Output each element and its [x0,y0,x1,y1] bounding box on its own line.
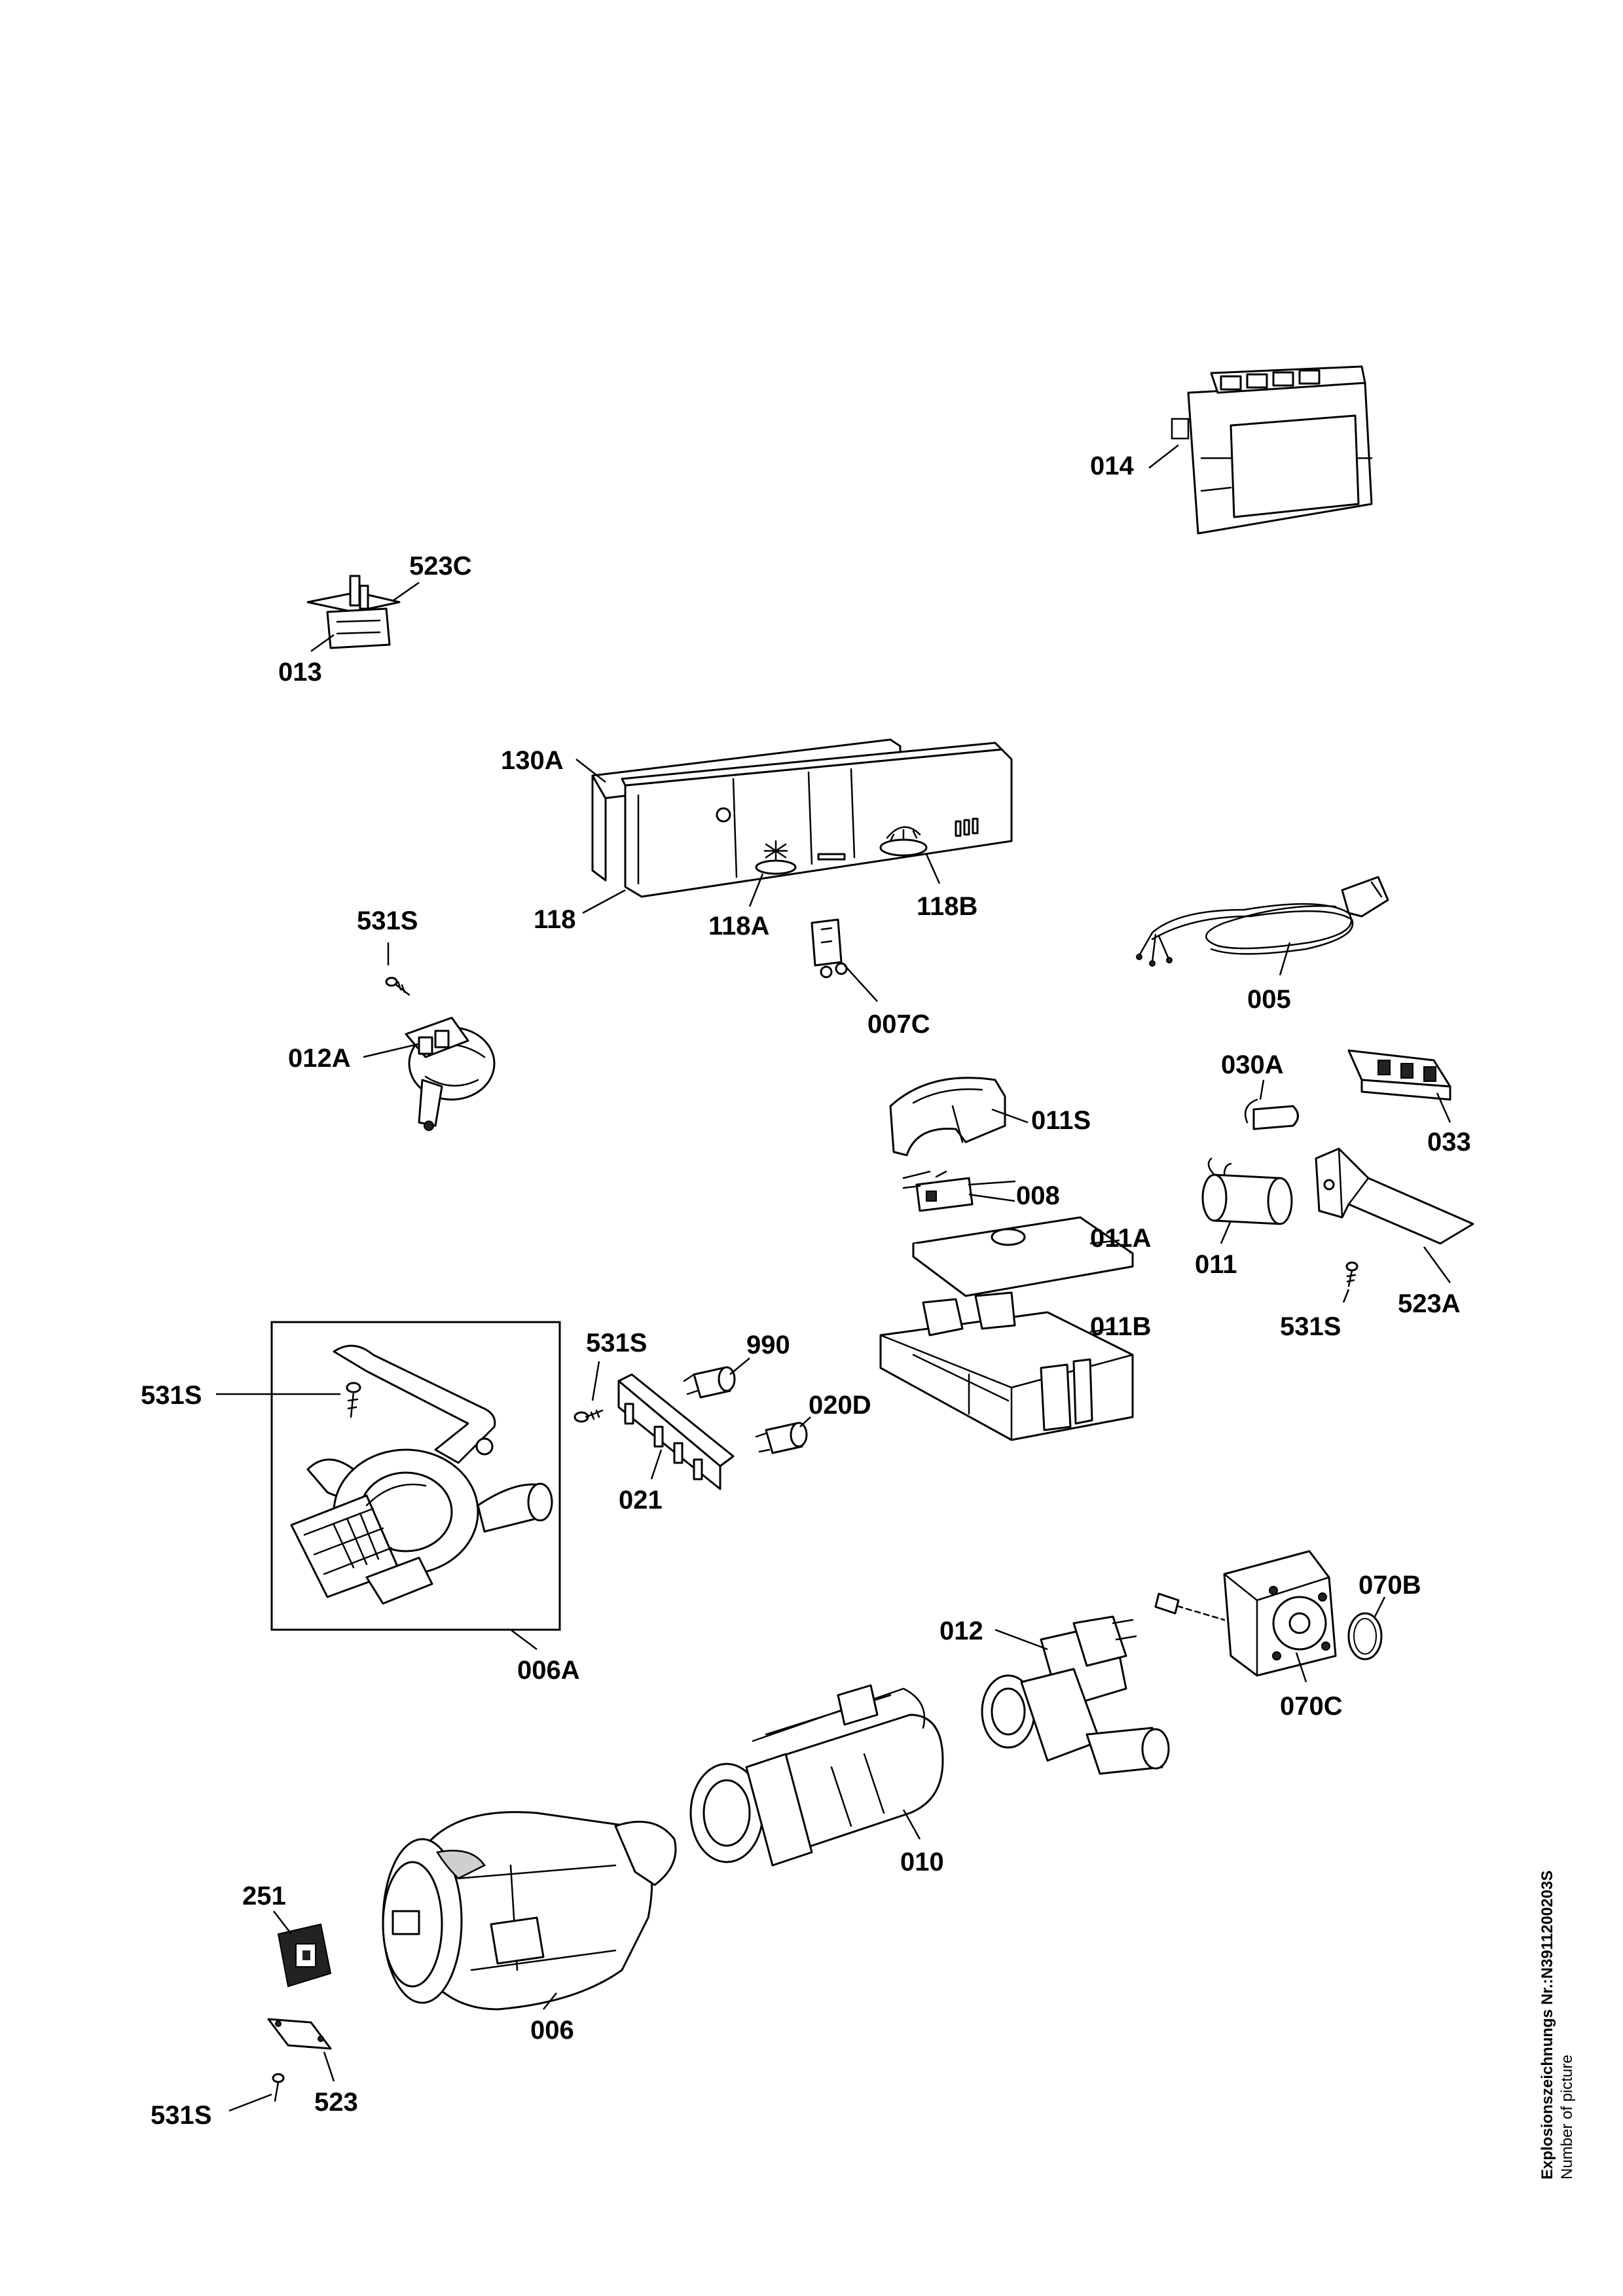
label-010: 010 [900,1848,944,1876]
label-523: 523 [314,2088,358,2117]
label-006: 006 [530,2016,574,2045]
label-531S-d: 531S [586,1329,647,1357]
label-008: 008 [1016,1181,1060,1210]
part-990-lamp-holder [683,1366,736,1399]
label-020D: 020D [809,1391,871,1420]
part-012-inlet-valve [981,1615,1170,1775]
drawing-caption: Number of picture [1558,2054,1576,2179]
part-005-power-cord [1136,876,1389,967]
label-251: 251 [242,1882,286,1910]
label-990: 990 [746,1331,790,1359]
part-070B-seal-ring [1347,1612,1383,1660]
label-013: 013 [278,658,322,687]
label-012A: 012A [288,1044,351,1073]
label-130A: 130A [501,746,564,775]
part-010-heater [689,1684,944,1867]
label-011S: 011S [1031,1106,1091,1135]
label-021: 021 [619,1486,663,1515]
part-008-microswitch [902,1170,1016,1212]
part-012A-pressure-switch [405,1016,496,1131]
label-118B: 118B [917,892,977,921]
part-118-control-panel [621,742,1013,898]
label-005: 005 [1247,985,1291,1014]
part-006A-drain-pump [290,1344,553,1605]
label-011A: 011A [1090,1224,1151,1253]
part-531S-screw-a [385,977,410,996]
label-011B: 011B [1090,1312,1151,1341]
label-033: 033 [1427,1128,1471,1157]
part-021-terminal-strip [617,1373,735,1490]
part-033-terminal-block [1347,1049,1451,1101]
label-007C: 007C [867,1010,930,1039]
label-030A: 030A [1221,1050,1284,1079]
label-531S-e: 531S [151,2101,211,2130]
label-523C: 523C [409,552,472,581]
part-523A-bracket [1315,1147,1474,1245]
part-523-clip [267,2018,332,2050]
part-006-pump-motor [382,1811,677,2011]
label-070B: 070B [1359,1571,1421,1600]
label-070C: 070C [1280,1692,1343,1721]
label-011: 011 [1195,1250,1237,1279]
part-531S-screw-c [346,1382,361,1418]
part-014-electronic-module [1171,365,1373,535]
part-013-thermostat [306,575,401,649]
part-011S-cover [889,1077,1006,1157]
part-007C-clip [811,918,848,978]
label-012: 012 [939,1617,983,1645]
part-531S-screw-e [272,2073,285,2102]
label-014: 014 [1090,452,1134,480]
label-118: 118 [534,905,576,934]
label-523A: 523A [1398,1289,1461,1318]
group-box-006A [270,1321,561,1631]
part-070C-pump-housing [1154,1550,1337,1677]
label-531S-c: 531S [141,1381,202,1410]
part-011A-lid [912,1216,1134,1297]
drawing-number: Explosionszeichnungs Nr.:N3911200203S [1539,1870,1556,2179]
label-006A: 006A [517,1656,580,1685]
label-118A: 118A [708,912,769,941]
part-020D-lamp [755,1422,808,1454]
part-011-capacitor [1201,1157,1293,1225]
part-011B-housing [879,1291,1134,1441]
part-251-seal [277,1923,332,1988]
label-531S-a: 531S [357,906,418,935]
label-531S-b: 531S [1280,1312,1341,1341]
part-531S-screw-d [574,1409,604,1423]
part-030A-capacitor-holder [1244,1098,1299,1130]
part-531S-screw-b [1345,1261,1359,1287]
